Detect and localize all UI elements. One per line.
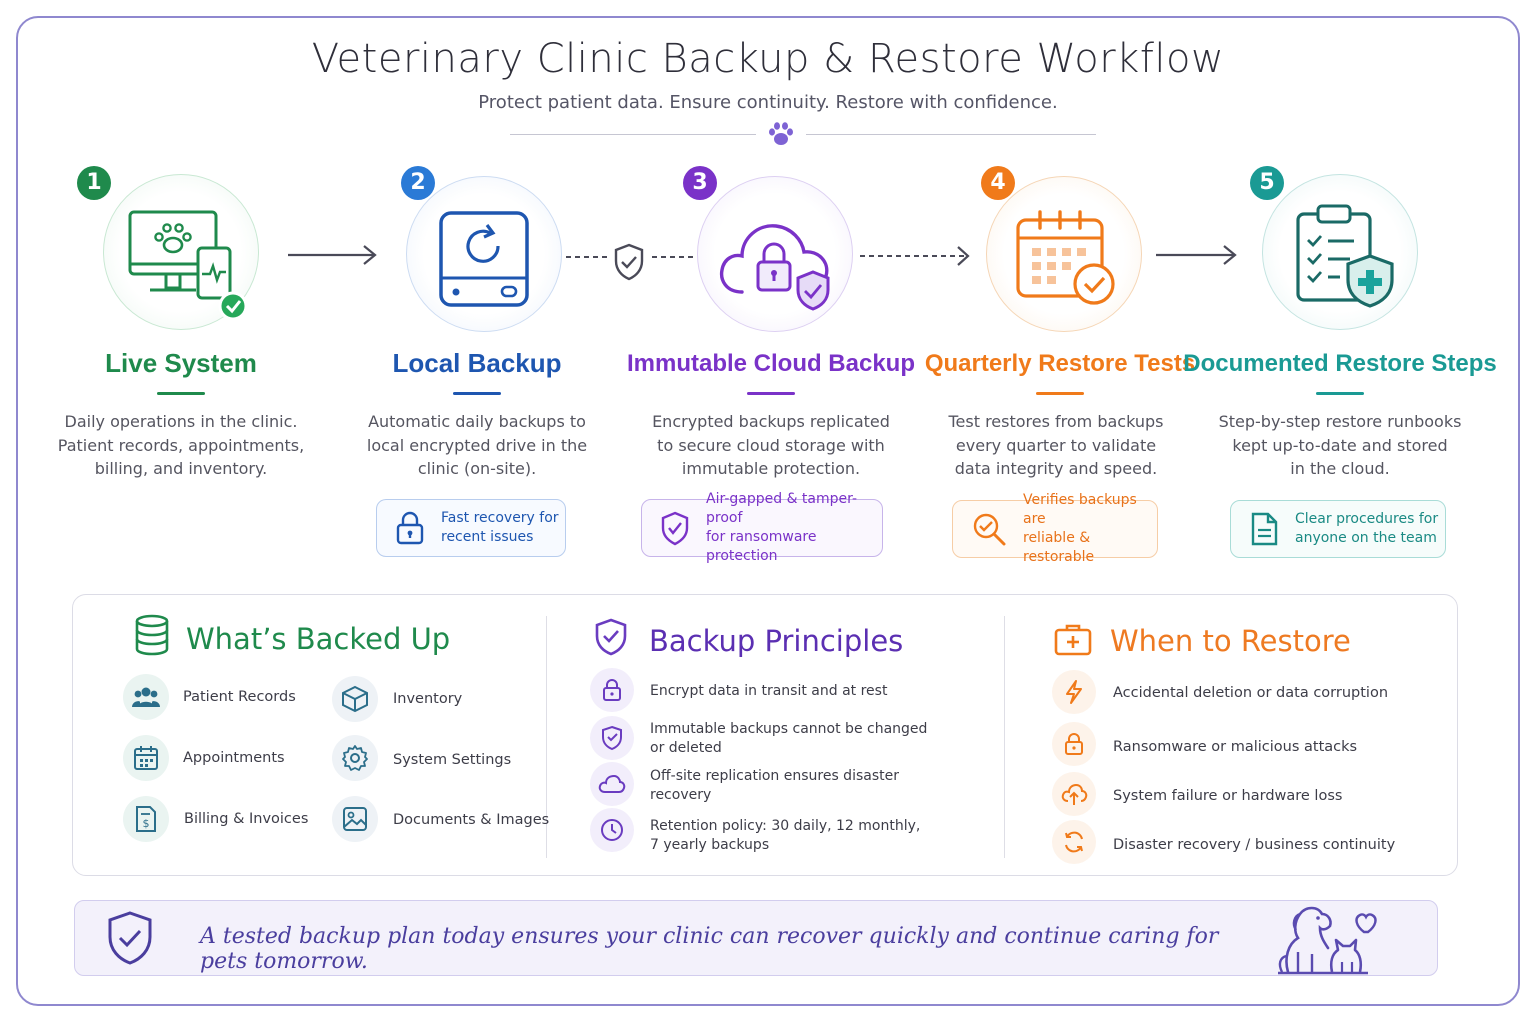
page-subtitle: Protect patient data. Ensure continuity.… — [478, 92, 1058, 113]
backed-up-item: Billing & Invoices — [184, 811, 309, 827]
step-3-underline — [747, 392, 795, 395]
backed-up-item: Appointments — [183, 750, 285, 766]
calendar-icon — [123, 735, 169, 781]
paw-icon — [769, 122, 793, 145]
lock-icon — [1052, 722, 1096, 766]
document-icon — [1251, 512, 1278, 546]
step-1-title: Live System — [105, 348, 257, 378]
shield-check-icon — [590, 716, 634, 760]
footer-message: A tested backup plan today ensures your … — [200, 924, 1219, 974]
header-divider-left — [510, 134, 756, 135]
invoice-icon: $ — [123, 796, 169, 842]
restore-item: System failure or hardware loss — [1113, 788, 1343, 804]
step-2-title: Local Backup — [392, 348, 562, 378]
step-2-underline — [453, 392, 501, 395]
backed-up-item: Documents & Images — [393, 812, 550, 828]
step-4-badge: 4 — [981, 166, 1015, 200]
step-3-title: Immutable Cloud Backup — [626, 350, 916, 377]
step-1-description: Daily operations in the clinic.Patient r… — [57, 412, 305, 478]
restore-item: Disaster recovery / business continuity — [1113, 837, 1396, 853]
backed-up-title: What’s Backed Up — [186, 622, 451, 656]
first-aid-kit-icon — [1054, 624, 1092, 656]
box-icon — [332, 676, 378, 722]
step-3-badge: 3 — [683, 166, 717, 200]
drive-sync-icon — [439, 211, 529, 307]
step-1-badge: 1 — [77, 166, 111, 200]
backed-up-item: Patient Records — [183, 689, 296, 705]
svg-text:$: $ — [143, 817, 150, 830]
arrow-connector-1-2 — [288, 245, 377, 265]
shield-check-icon — [595, 618, 627, 656]
magnifier-check-icon — [973, 513, 1006, 546]
principles-title: Backup Principles — [649, 624, 904, 658]
clock-icon — [590, 808, 634, 852]
backed-up-item: System Settings — [393, 752, 512, 768]
dotted-connector-2-3 — [566, 256, 696, 258]
step-5-circle — [1262, 174, 1418, 330]
lock-icon — [396, 511, 424, 545]
info-panel — [72, 594, 1458, 876]
lock-icon — [590, 668, 634, 712]
step-5-underline — [1316, 392, 1364, 395]
clipboard-shield-icon — [1296, 204, 1394, 308]
refresh-icon — [1052, 820, 1096, 864]
panel-separator-2 — [1004, 616, 1005, 858]
step-5-badge: 5 — [1250, 166, 1284, 200]
shield-check-icon — [108, 911, 152, 965]
principle-item: Retention policy: 30 daily, 12 monthly,7… — [650, 818, 921, 853]
image-icon — [332, 796, 378, 842]
backed-up-item: Inventory — [393, 691, 463, 707]
gear-icon — [332, 735, 378, 781]
step-4-underline — [1036, 392, 1084, 395]
page-title: Veterinary Clinic Backup & Restore Workf… — [311, 36, 1225, 82]
lightning-icon — [1052, 670, 1096, 714]
arrow-connector-4-5 — [1156, 245, 1237, 265]
cloud-icon — [590, 762, 634, 806]
database-icon — [135, 614, 169, 656]
panel-separator-1 — [546, 616, 547, 858]
restore-item: Ransomware or malicious attacks — [1113, 739, 1358, 755]
step-2-badge: 2 — [401, 166, 435, 200]
step-3-circle — [697, 176, 853, 332]
restore-item: Accidental deletion or data corruption — [1113, 685, 1389, 701]
dotted-arrow-connector-3-4 — [860, 246, 970, 266]
monitor-paw-icon — [128, 210, 248, 320]
cloud-lock-icon — [719, 224, 830, 311]
dog-cat-heart-icon — [1278, 906, 1377, 975]
header-divider-right — [806, 134, 1096, 135]
calendar-check-icon — [1016, 210, 1115, 305]
cloud-upload-icon — [1052, 772, 1096, 816]
step-1-underline — [157, 392, 205, 395]
restore-title: When to Restore — [1110, 624, 1351, 658]
principle-item: Encrypt data in transit and at rest — [650, 683, 888, 699]
people-icon — [123, 674, 169, 720]
step-4-title: Quarterly Restore Tests — [924, 350, 1196, 377]
shield-check-icon — [614, 243, 644, 281]
footer-banner — [74, 900, 1438, 976]
shield-check-icon — [661, 511, 689, 546]
step-5-title: Documented Restore Steps — [1183, 350, 1497, 377]
